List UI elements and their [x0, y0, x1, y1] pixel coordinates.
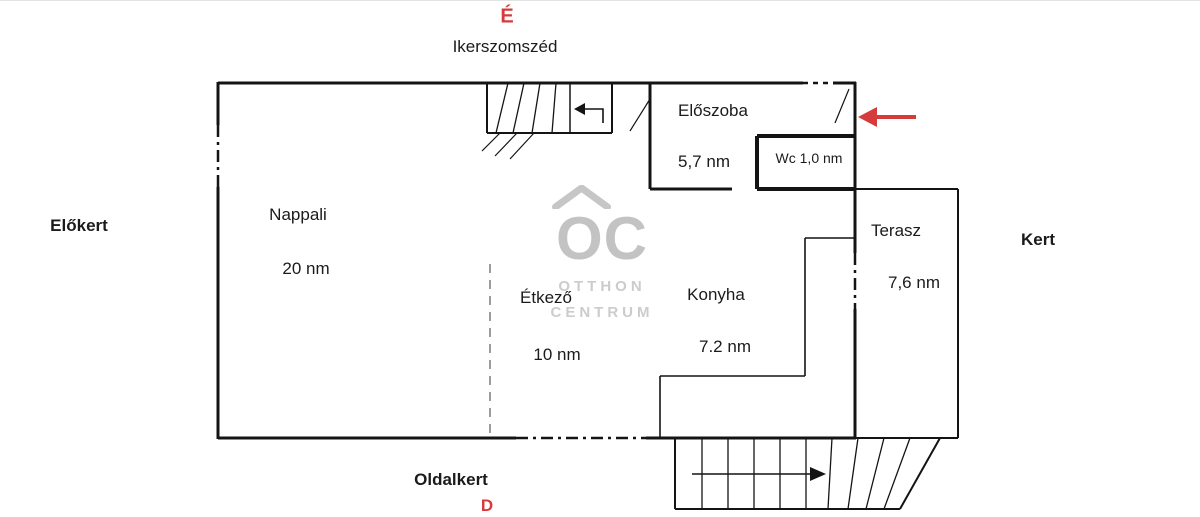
lower-staircase	[674, 437, 941, 510]
room-terasz-label: Terasz	[870, 221, 922, 240]
upper-staircase	[481, 82, 613, 160]
room-konyha-label: Konyha	[687, 285, 745, 304]
watermark-otthon-text: OTTHON	[558, 278, 646, 295]
room-konyha-area: 7.2 nm	[699, 337, 751, 356]
room-nappali-label: Nappali	[269, 205, 327, 224]
compass-south-label: D	[480, 496, 494, 515]
room-eloszoba-area: 5,7 nm	[678, 152, 730, 171]
entrance-arrow-icon	[858, 107, 916, 127]
compass-north-label: É	[500, 5, 514, 28]
room-etkezo-area: 10 nm	[533, 345, 581, 364]
outer-walls	[216, 81, 857, 440]
room-eloszoba-label: Előszoba	[678, 101, 748, 120]
neighbor-label: Ikerszomszéd	[452, 37, 558, 56]
watermark-centrum-text: CENTRUM	[550, 304, 654, 321]
front-garden-label: Előkert	[50, 216, 108, 235]
terrace-walls	[855, 188, 959, 439]
garden-label: Kert	[1020, 230, 1056, 249]
interior-walls	[629, 83, 850, 191]
room-wc-label: Wc 1,0 nm	[775, 150, 843, 166]
kitchen-walls	[659, 237, 855, 438]
room-terasz-area: 7,6 nm	[888, 273, 940, 292]
hallway-door-swing	[629, 98, 651, 132]
watermark-roof-icon	[551, 185, 611, 209]
room-nappali-area: 20 nm	[282, 259, 330, 278]
wc-walls	[755, 134, 855, 191]
room-etkezo-label: Étkező	[520, 288, 572, 307]
watermark: OC OTTHON CENTRUM	[551, 185, 654, 321]
watermark-oc-text: OC	[556, 205, 648, 272]
entrance-door-swing	[834, 88, 850, 124]
side-garden-label: Oldalkert	[414, 470, 488, 489]
